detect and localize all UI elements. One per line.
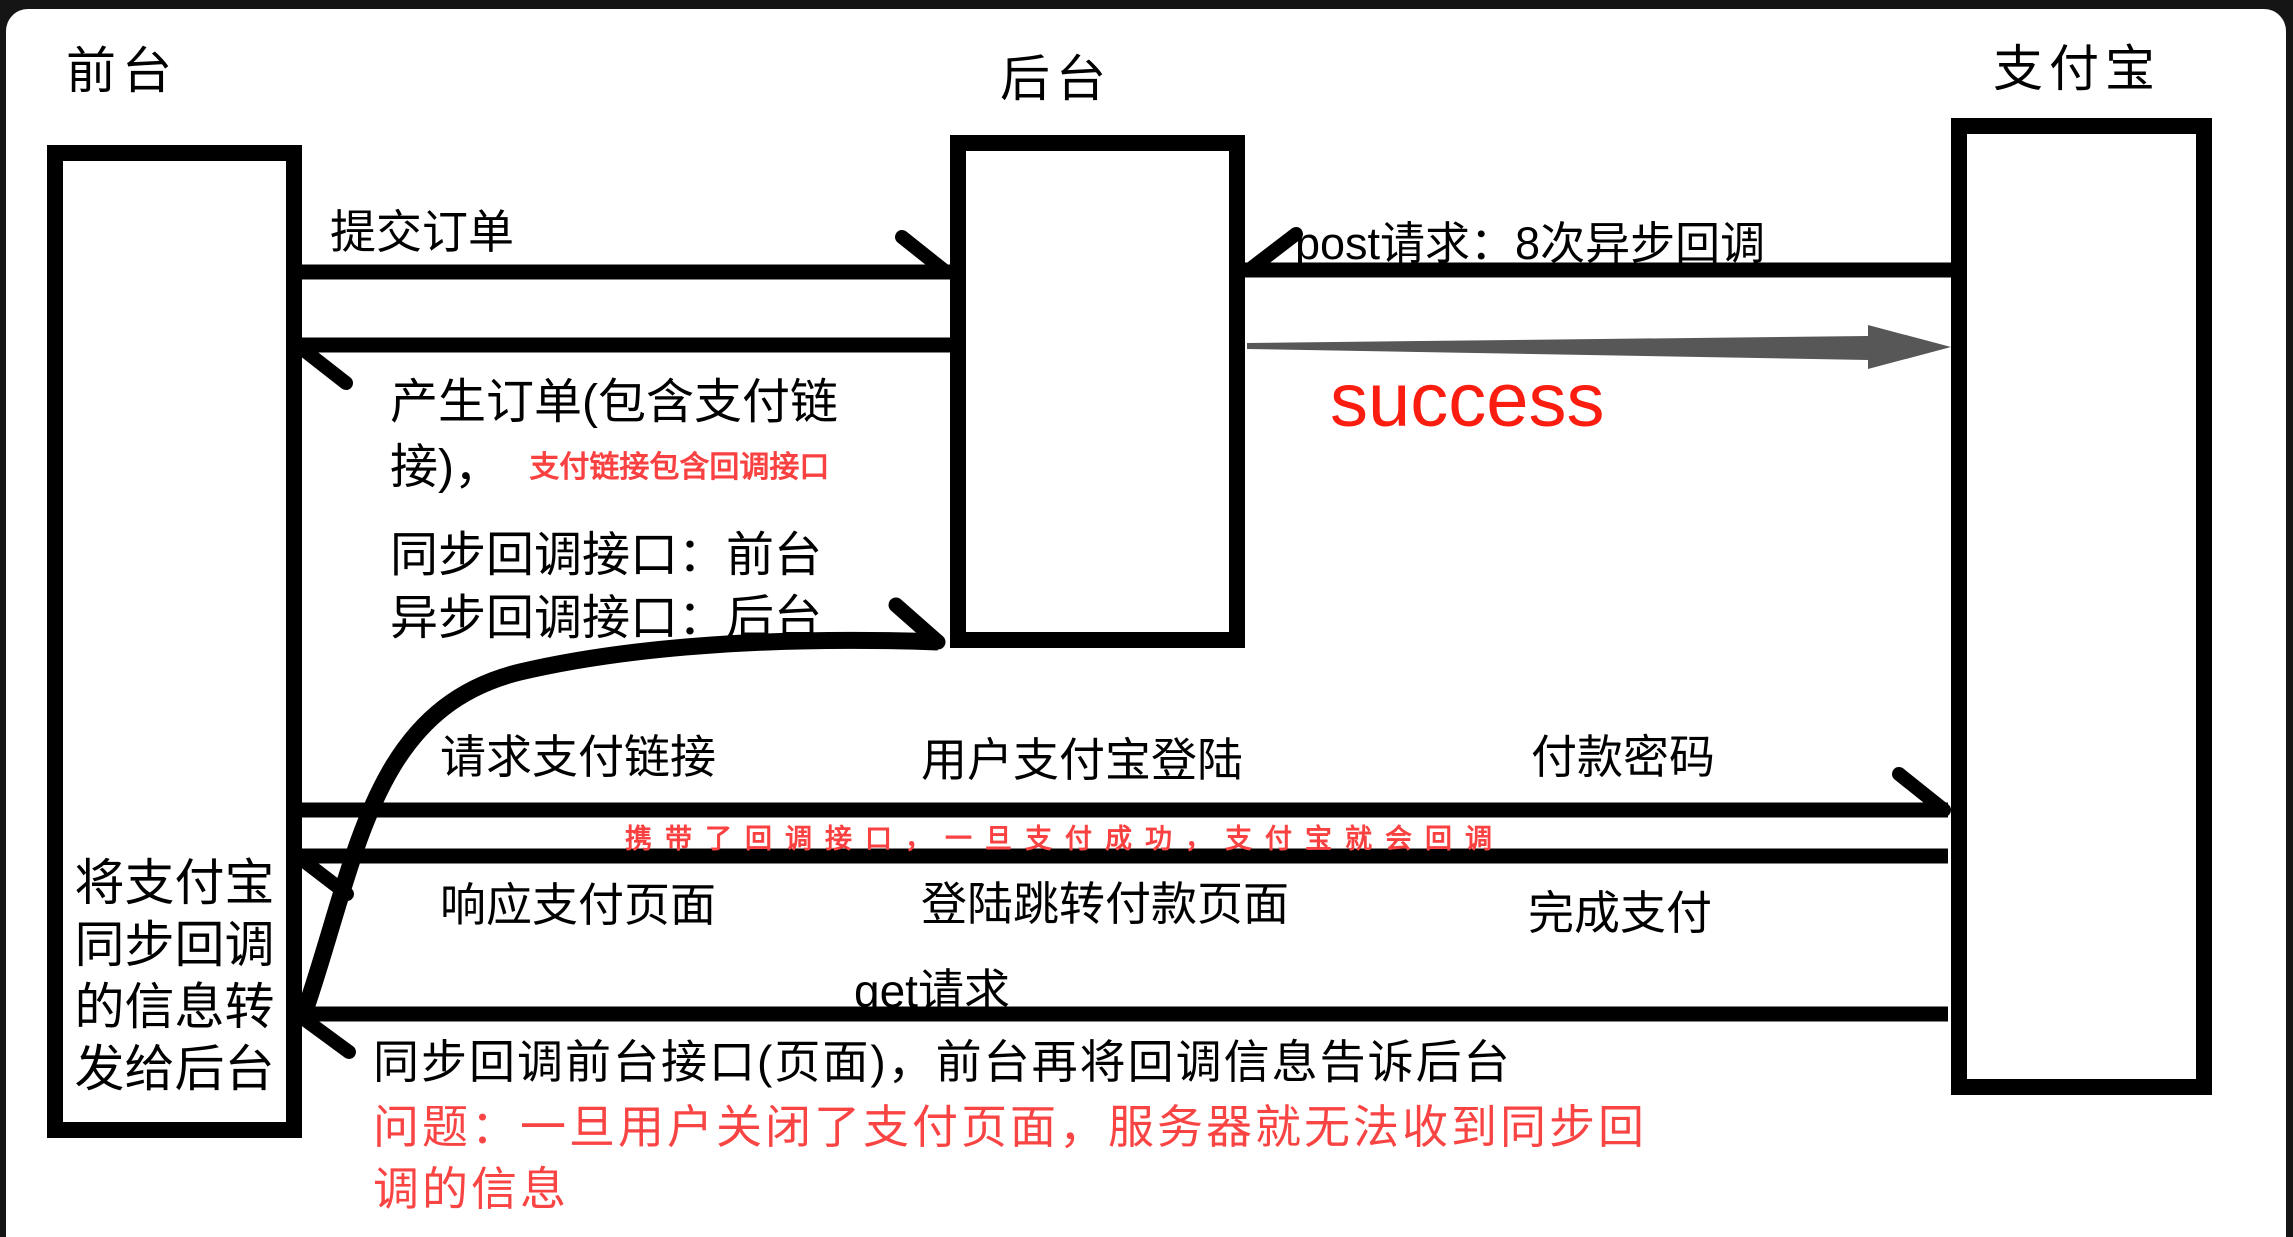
label-async-callback-iface: 异步回调接口：后台 — [390, 592, 823, 645]
frontend-box — [47, 145, 302, 1138]
frontend-box-note: 将支付宝 同步回调 的信息转 发给后台 — [63, 852, 286, 1100]
frontend-box-note-line: 的信息转 — [74, 979, 275, 1035]
label-submit-order: 提交订单 — [330, 206, 514, 258]
arrow-generate-order — [293, 337, 950, 390]
arrow-get-request — [293, 1006, 1948, 1059]
label-respond-pay-page: 响应支付页面 — [440, 879, 716, 931]
label-request-pay-link: 请求支付链接 — [440, 731, 716, 783]
label-success: success — [1330, 358, 1605, 443]
arrow-success-gray — [1247, 325, 1951, 369]
label-get-request: get请求 — [854, 965, 1010, 1017]
actor-label-frontend: 前台 — [66, 43, 178, 99]
actor-label-backend: 后台 — [1000, 51, 1112, 107]
frontend-box-note-line: 发给后台 — [74, 1041, 275, 1097]
label-pay-link-callback-note-red: 支付链接包含回调接口 — [529, 451, 830, 484]
arrow-request-pay-link — [296, 767, 1951, 818]
diagram-canvas: 前台 后台 支付宝 将支付宝 同步回调 的信息转 发给后台 — [6, 9, 2286, 1237]
label-login-jump-pay-page: 登陆跳转付款页面 — [921, 878, 1289, 930]
actor-label-alipay: 支付宝 — [1993, 41, 2161, 97]
label-problem-line1: 问题：一旦用户关闭了支付页面，服务器就无法收到同步回 — [373, 1101, 1647, 1153]
alipay-box — [1951, 118, 2212, 1095]
arrow-post-request — [1242, 227, 1951, 278]
label-sync-callback-iface: 同步回调接口：前台 — [390, 529, 823, 582]
label-sync-callback-forward: 同步回调前台接口(页面)，前台再将回调信息告诉后台 — [373, 1036, 1512, 1088]
label-callback-note-red: 携带了回调接口，一旦支付成功，支付宝就会回调 — [625, 824, 1505, 854]
label-post-request: post请求：8次异步回调 — [1295, 218, 1766, 269]
arrows-layer — [293, 227, 1951, 1059]
label-generate-order-2-black: 接)， — [390, 441, 502, 494]
backend-box — [950, 135, 1245, 648]
label-generate-order-2: 接)， 支付链接包含回调接口 — [390, 427, 829, 497]
label-complete-payment: 完成支付 — [1528, 887, 1712, 939]
label-pay-password: 付款密码 — [1531, 731, 1715, 783]
label-problem-line2: 调的信息 — [373, 1163, 569, 1215]
label-generate-order-1: 产生订单(包含支付链 — [390, 376, 838, 429]
arrow-submit-order — [296, 230, 953, 280]
frontend-box-note-line: 同步回调 — [74, 917, 275, 973]
label-user-alipay-login: 用户支付宝登陆 — [921, 734, 1243, 786]
arrow-forward-curve — [297, 597, 946, 1011]
frontend-box-note-line: 将支付宝 — [74, 855, 275, 911]
